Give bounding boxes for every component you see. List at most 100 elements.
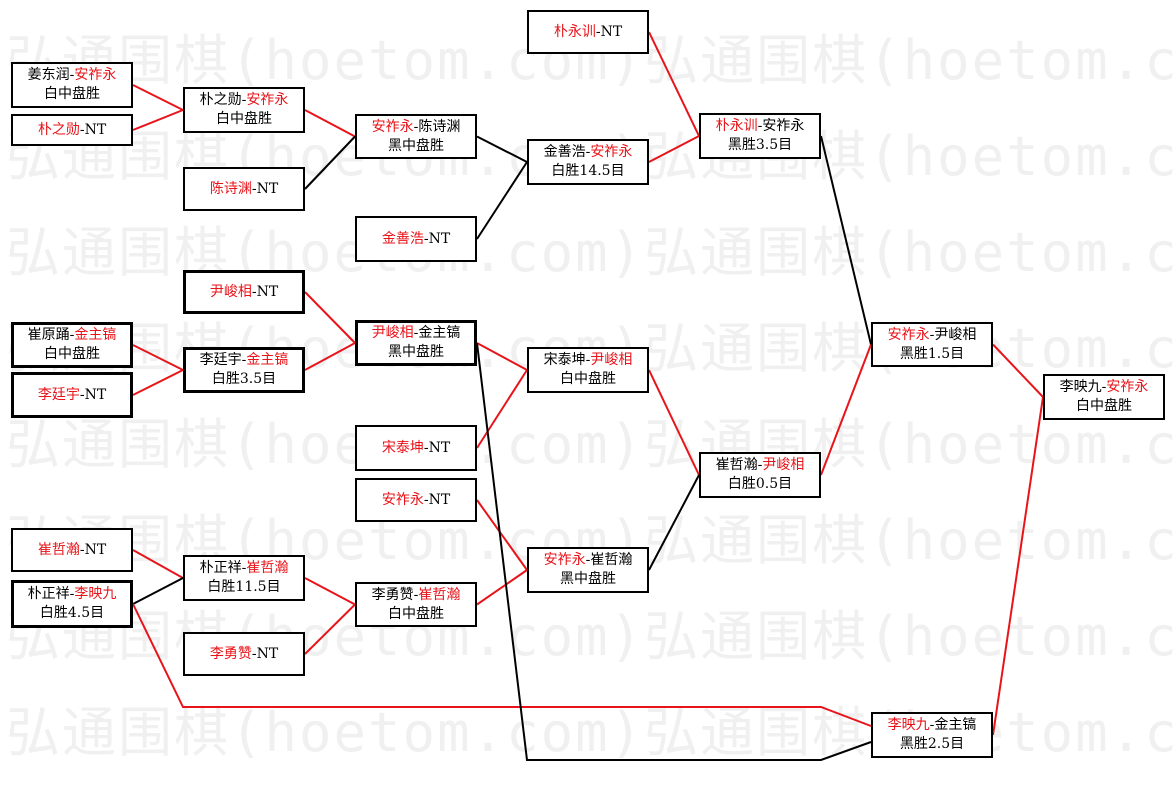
player-2: NT xyxy=(428,230,451,247)
connector-line xyxy=(648,31,700,137)
player-separator: - xyxy=(757,457,763,473)
player-1: 金善浩 xyxy=(543,144,586,160)
player-2: 安祚永 xyxy=(246,92,289,108)
player-1: 宋泰坤 xyxy=(543,352,586,368)
connector-line xyxy=(132,344,184,371)
match-box: 崔哲瀚-NT xyxy=(11,528,133,572)
match-result: 黑中盘胜 xyxy=(388,137,444,154)
player-1: 安祚永 xyxy=(371,118,414,135)
player-separator: - xyxy=(595,23,601,40)
player-1: 朴正祥 xyxy=(199,560,242,576)
player-2: NT xyxy=(600,23,623,40)
player-separator: - xyxy=(585,552,591,568)
match-players: 朴之勋-安祚永 xyxy=(200,91,289,110)
connector-line xyxy=(132,549,184,579)
match-box: 李勇赞-NT xyxy=(183,632,305,676)
match-result: 黑胜3.5目 xyxy=(727,137,793,153)
player-separator: - xyxy=(69,327,75,343)
player-separator: - xyxy=(929,326,935,343)
connector-line xyxy=(648,369,700,476)
player-1: 崔哲瀚 xyxy=(715,457,758,473)
match-result: 黑中盘胜 xyxy=(388,344,444,360)
player-separator: - xyxy=(69,586,75,602)
connector-line xyxy=(476,499,528,571)
match-box: 金善浩-NT xyxy=(355,216,477,262)
player-separator: - xyxy=(413,586,419,603)
match-box: 金善浩-安祚永白胜14.5目 xyxy=(527,139,649,185)
connector-line xyxy=(476,369,528,449)
player-2: 金主镐 xyxy=(934,717,977,733)
match-players: 尹峻相-NT xyxy=(210,283,278,302)
connector-line xyxy=(476,135,528,163)
match-box: 崔哲瀚-尹峻相白胜0.5目 xyxy=(699,452,821,498)
player-1: 朴之勋 xyxy=(199,92,242,108)
player-2: 陈诗渊 xyxy=(418,118,461,135)
player-1: 李勇赞 xyxy=(209,645,252,662)
connector-line xyxy=(820,344,872,476)
match-result: 白中盘胜 xyxy=(216,111,272,127)
connector-line xyxy=(304,291,356,344)
match-result: 白胜0.5目 xyxy=(727,476,793,492)
player-separator: - xyxy=(241,560,247,576)
player-1: 朴之勋 xyxy=(37,121,80,138)
match-players: 宋泰坤-尹峻相 xyxy=(544,351,633,370)
player-1: 朴永训 xyxy=(553,23,596,40)
match-box: 尹峻相-金主镐黑中盘胜 xyxy=(355,320,477,366)
player-separator: - xyxy=(929,717,935,733)
player-2: 尹峻相 xyxy=(590,352,633,368)
match-result: 黑中盘胜 xyxy=(560,571,616,587)
connector-line xyxy=(648,135,700,163)
match-players: 朴永训-NT xyxy=(554,23,622,42)
player-separator: - xyxy=(251,180,257,197)
match-box: 安祚永-NT xyxy=(355,478,477,522)
match-players: 李勇赞-崔哲瀚 xyxy=(372,586,461,605)
match-players: 李勇赞-NT xyxy=(210,645,278,664)
player-separator: - xyxy=(79,386,85,403)
match-players: 李映九-金主镐 xyxy=(888,716,977,735)
match-players: 朴正祥-李映九 xyxy=(28,585,117,604)
connector-line xyxy=(304,577,356,606)
player-2: 金主镐 xyxy=(246,352,289,368)
match-box: 陈诗渊-NT xyxy=(183,167,305,211)
player-2: NT xyxy=(256,180,279,197)
match-box: 朴正祥-崔哲瀚白胜11.5目 xyxy=(183,555,305,601)
match-players: 崔哲瀚-尹峻相 xyxy=(716,456,805,475)
player-1: 安祚永 xyxy=(381,491,424,508)
player-1: 宋泰坤 xyxy=(381,439,424,456)
match-players: 李映九-安祚永 xyxy=(1060,378,1149,397)
match-players: 安祚永-陈诗渊 xyxy=(372,118,461,137)
match-players: 崔原踊-金主镐 xyxy=(28,326,117,345)
connector-line xyxy=(820,135,872,345)
player-1: 李廷宇 xyxy=(199,352,242,368)
match-players: 安祚永-NT xyxy=(382,491,450,510)
match-box: 安祚永-尹峻相黑胜1.5目 xyxy=(871,322,993,367)
match-players: 金善浩-NT xyxy=(382,230,450,249)
match-players: 朴正祥-崔哲瀚 xyxy=(200,559,289,578)
match-box: 朴正祥-李映九白胜4.5目 xyxy=(11,580,133,628)
match-box: 崔原踊-金主镐白中盘胜 xyxy=(11,322,133,368)
player-2: NT xyxy=(84,541,107,558)
player-separator: - xyxy=(79,541,85,558)
player-1: 姜东润 xyxy=(27,67,70,83)
match-result: 白胜14.5目 xyxy=(551,163,625,179)
player-2: 崔哲瀚 xyxy=(590,552,633,568)
player-1: 朴正祥 xyxy=(27,586,70,602)
player-2: 金主镐 xyxy=(418,325,461,341)
match-box: 尹峻相-NT xyxy=(183,270,305,314)
connector-line xyxy=(304,342,356,371)
match-players: 崔哲瀚-NT xyxy=(38,541,106,560)
player-1: 李廷宇 xyxy=(37,386,80,403)
match-players: 陈诗渊-NT xyxy=(210,180,278,199)
match-box: 李廷宇-NT xyxy=(11,372,133,418)
connector-line xyxy=(648,474,700,571)
match-players: 安祚永-崔哲瀚 xyxy=(544,551,633,570)
player-separator: - xyxy=(79,121,85,138)
match-players: 宋泰坤-NT xyxy=(382,439,450,458)
connector-line xyxy=(476,161,528,240)
match-players: 尹峻相-金主镐 xyxy=(372,324,461,343)
player-separator: - xyxy=(251,283,257,300)
player-1: 陈诗渊 xyxy=(209,180,252,197)
connector-line xyxy=(132,577,184,605)
match-result: 白中盘胜 xyxy=(1076,398,1132,414)
match-box: 姜东润-安祚永白中盘胜 xyxy=(11,62,133,108)
